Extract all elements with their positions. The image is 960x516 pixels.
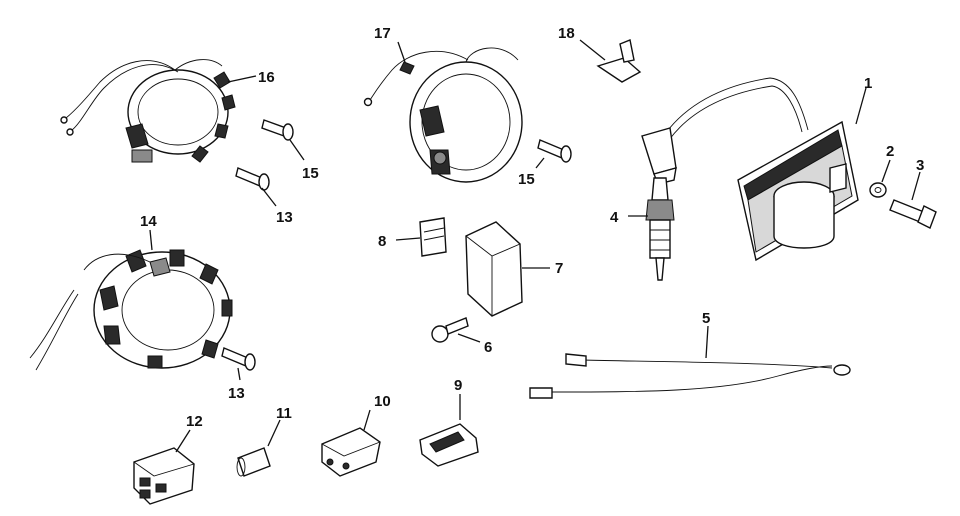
part-3-bolt	[889, 171, 937, 229]
callout-labels: 1 2 3 4 5 6 7 8 9 10 11 12 13 13 14 15 1…	[140, 25, 924, 430]
part-13-screw-lower	[221, 347, 256, 381]
callout-6: 6	[484, 339, 492, 356]
callout-16: 16	[258, 69, 275, 86]
part-10-connector	[321, 409, 381, 477]
part-15-screw-left	[261, 119, 305, 161]
callout-13-upper: 13	[276, 209, 293, 226]
callout-15-left: 15	[302, 165, 319, 182]
callout-9: 9	[454, 377, 462, 394]
callout-4: 4	[610, 209, 619, 226]
callout-3: 3	[916, 157, 924, 174]
part-12-connector-housing	[133, 429, 195, 505]
part-18-clip	[579, 39, 642, 83]
callout-7: 7	[555, 260, 563, 277]
callout-5: 5	[702, 310, 710, 327]
callout-18: 18	[558, 25, 575, 42]
callout-12: 12	[186, 413, 203, 430]
callout-17: 17	[374, 25, 391, 42]
part-14-stator	[29, 229, 233, 371]
callout-11: 11	[276, 405, 292, 422]
callout-1: 1	[864, 75, 872, 92]
callout-8: 8	[378, 233, 386, 250]
part-9-connector	[419, 394, 479, 467]
part-16-stator-plate	[60, 59, 257, 163]
part-4-spark-plug	[628, 177, 675, 281]
part-7-regulator	[465, 221, 550, 317]
callout-10: 10	[374, 393, 391, 410]
part-2-washer	[869, 159, 891, 198]
callout-2: 2	[886, 143, 894, 160]
part-11-sleeve	[236, 419, 281, 477]
part-5-wire-harness	[529, 325, 851, 399]
callout-14: 14	[140, 213, 157, 230]
part-1-ignition-coil	[641, 77, 867, 262]
part-6-screw	[431, 317, 481, 343]
part-8-block	[395, 217, 447, 257]
part-13-screw-upper	[235, 167, 277, 207]
part-17-trigger-plate	[363, 41, 523, 183]
callout-15-right: 15	[518, 171, 535, 188]
part-15-screw-right	[535, 139, 572, 169]
callout-13-lower: 13	[228, 385, 245, 402]
